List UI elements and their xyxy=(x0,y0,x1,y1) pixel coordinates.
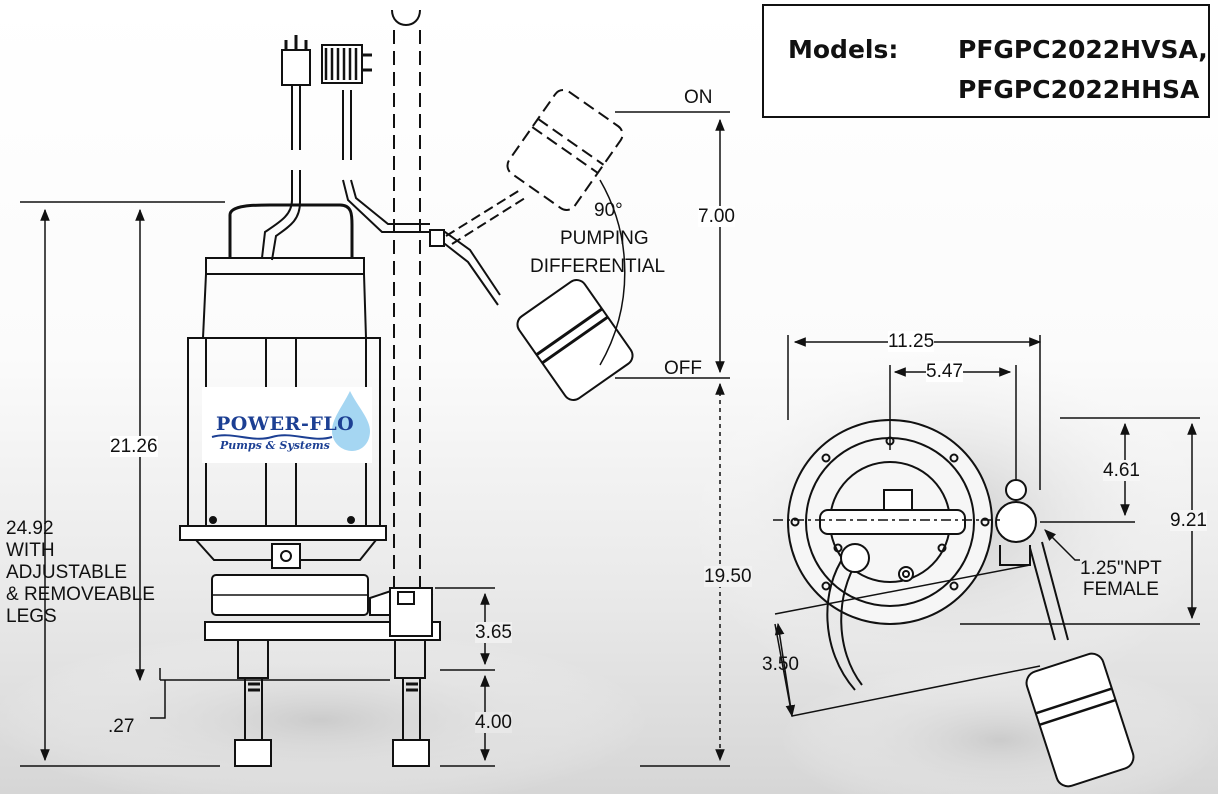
npt-label: 1.25"NPT FEMALE xyxy=(1080,558,1162,600)
dim-top-depth: 9.21 xyxy=(1170,510,1207,531)
water-drop-icon xyxy=(211,391,370,451)
power-flo-logo: POWER-FLO Pumps & Systems xyxy=(202,387,372,463)
motor-housing xyxy=(179,203,387,569)
pump-top-flange xyxy=(787,419,993,625)
dim-top-offset: 5.47 xyxy=(926,361,963,382)
dim-discharge: 3.65 xyxy=(475,622,512,643)
logo-brand: POWER-FLO xyxy=(216,413,355,435)
model-number-2: PFGPC2022HHSA xyxy=(958,75,1200,104)
dim-on-off: 7.00 xyxy=(698,206,735,227)
dim-overall-line3: ADJUSTABLE xyxy=(6,562,128,583)
discharge-outlet xyxy=(995,479,1037,566)
dim-overall: 24.92 WITH ADJUSTABLE & REMOVEABLE LEGS xyxy=(6,518,155,628)
logo-tagline: Pumps & Systems xyxy=(220,439,330,452)
pumping-label: PUMPING xyxy=(560,228,649,249)
dim-overall-value: 24.92 xyxy=(6,518,54,539)
dim-overall-line5: LEGS xyxy=(6,606,57,627)
side-view xyxy=(20,9,730,767)
dim-top-center: 4.61 xyxy=(1103,460,1140,481)
dim-off-level: 19.50 xyxy=(704,566,752,587)
discharge-pipe xyxy=(391,9,421,590)
dim-top-float: 3.50 xyxy=(762,654,799,675)
top-view xyxy=(773,335,1200,788)
top-float xyxy=(826,541,1135,788)
float-switch xyxy=(429,89,634,401)
models-box: Models: PFGPC2022HVSA, PFGPC2022HHSA xyxy=(762,4,1210,118)
dim-height: 21.26 xyxy=(110,436,158,457)
power-cords xyxy=(261,35,430,261)
dim-leg-gap: .27 xyxy=(108,716,135,737)
dim-top-width: 11.25 xyxy=(888,331,935,352)
dimension-lines xyxy=(20,111,730,767)
differential-label: DIFFERENTIAL xyxy=(530,256,666,277)
dim-overall-line2: WITH xyxy=(6,540,55,561)
pump-base xyxy=(204,574,441,767)
npt-size: 1.25"NPT xyxy=(1080,558,1162,579)
switch-on-label: ON xyxy=(684,87,713,108)
dim-legs: 4.00 xyxy=(475,712,512,733)
model-number-1: PFGPC2022HVSA, xyxy=(958,35,1208,64)
switch-off-label: OFF xyxy=(664,358,702,379)
models-label: Models: xyxy=(788,35,899,64)
dim-overall-line4: & REMOVEABLE xyxy=(6,584,155,605)
angle-label: 90° xyxy=(594,200,623,221)
npt-type: FEMALE xyxy=(1082,579,1159,600)
background-splash xyxy=(0,330,1218,794)
